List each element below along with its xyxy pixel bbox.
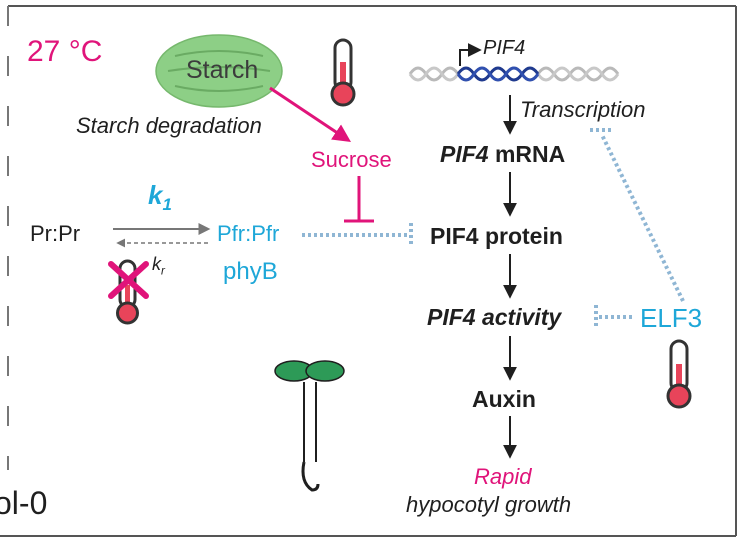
rapid-label: Rapid xyxy=(474,464,532,489)
pfr-pfr-label: Pfr:Pfr xyxy=(217,221,280,246)
pif4-mrna-suffix: mRNA xyxy=(488,141,566,167)
thermometer-icon xyxy=(666,339,692,409)
elf3-transcription-dotted xyxy=(600,134,685,302)
pif4-activity-label: PIF4 activity xyxy=(427,304,562,330)
phyb-label: phyB xyxy=(223,258,278,285)
k1-label: k1 xyxy=(148,180,172,215)
pif4-mrna-gene: PIF4 xyxy=(440,141,489,167)
starch-label: Starch xyxy=(186,56,259,84)
plant-line-label: ol-0 xyxy=(0,485,48,521)
hypocotyl-growth-label: hypocotyl growth xyxy=(406,492,572,517)
pif4-mrna-label: PIF4 mRNA xyxy=(440,143,565,166)
transcription-label: Transcription xyxy=(520,97,646,122)
promoter-arrow xyxy=(459,43,482,66)
seedling-icon xyxy=(274,360,345,492)
elf3-label: ELF3 xyxy=(640,303,703,333)
sucrose-label: Sucrose xyxy=(311,147,392,172)
pr-pr-label: Pr:Pr xyxy=(30,221,81,246)
pif4-gene-label: PIF4 xyxy=(483,37,526,59)
thermometer-icon xyxy=(330,38,356,107)
temperature-label: 27 °C xyxy=(27,35,103,68)
cross-mark-icon xyxy=(108,261,149,299)
starch-granule-icon xyxy=(155,34,283,108)
pif4-protein-label: PIF4 protein xyxy=(430,223,563,249)
kr-label: kr xyxy=(152,254,165,278)
starch-to-sucrose-arrow xyxy=(269,86,351,142)
auxin-label: Auxin xyxy=(472,386,536,412)
starch-degradation-label: Starch degradation xyxy=(76,113,262,138)
dna-icon xyxy=(408,66,620,82)
